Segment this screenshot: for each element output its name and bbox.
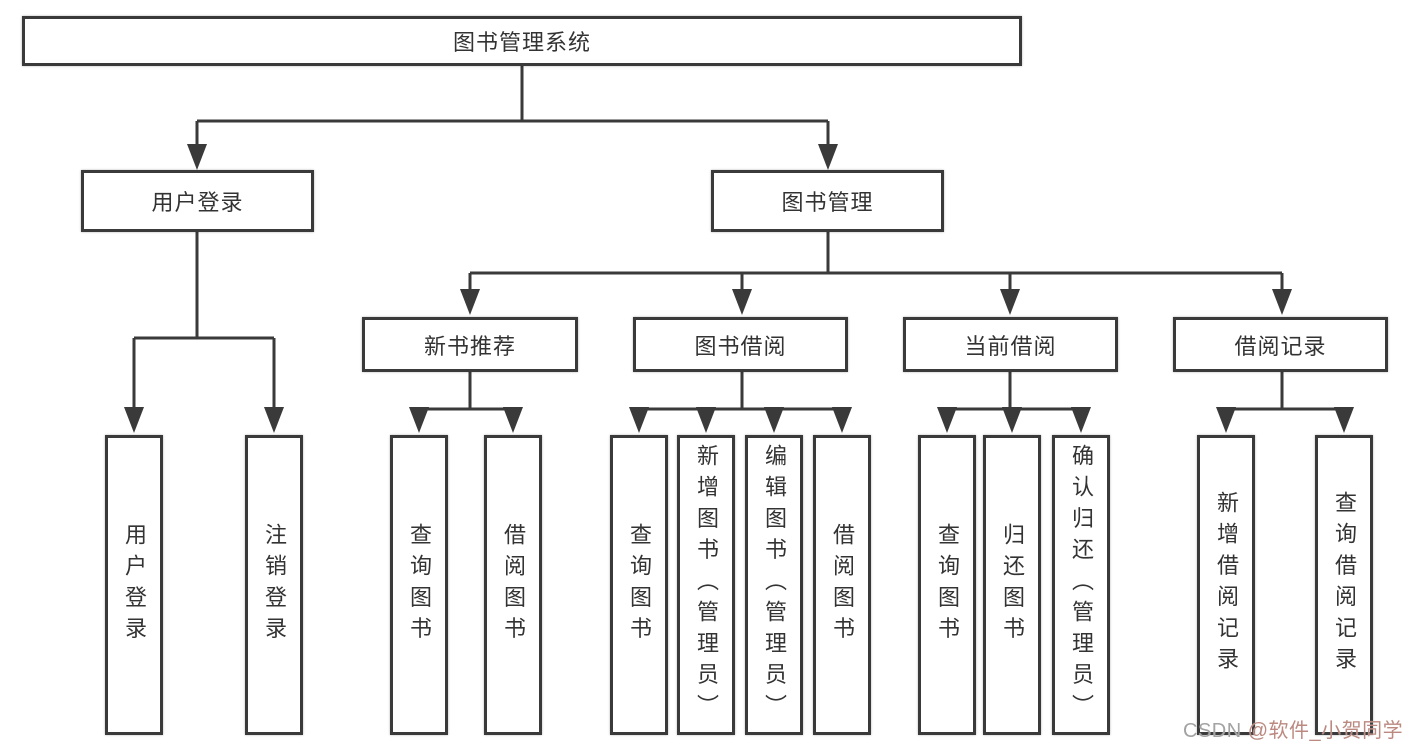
watermark-username: @软件_小贺同学	[1247, 720, 1404, 742]
leaf-label: 用户登录	[122, 522, 147, 648]
leaf-label: 编辑图书（管理员）	[762, 444, 787, 726]
connector-paths	[132, 66, 1346, 411]
node-borrowing-records: 借阅记录	[1173, 317, 1388, 372]
node-label: 用户登录	[151, 190, 244, 215]
node-current-borrowing: 当前借阅	[903, 317, 1118, 372]
leaf-label: 注销登录	[262, 522, 287, 648]
leaf-borrow-books: 借阅图书	[484, 435, 542, 735]
leaf-return-books: 归还图书	[983, 435, 1041, 735]
leaf-label: 新增图书（管理员）	[694, 444, 719, 726]
node-label: 图书管理系统	[452, 30, 591, 55]
leaf-add-borrow-record: 新增借阅记录	[1197, 435, 1255, 735]
watermark-brand: CSDN	[1183, 720, 1248, 742]
leaf-logout: 注销登录	[245, 435, 303, 735]
node-user-login: 用户登录	[81, 170, 314, 232]
node-book-management: 图书管理	[711, 170, 944, 232]
leaf-label: 确认归还（管理员）	[1069, 444, 1094, 726]
leaf-edit-books-admin: 编辑图书（管理员）	[745, 435, 803, 735]
leaf-label: 查询图书	[627, 522, 652, 648]
leaf-label: 查询图书	[935, 522, 960, 648]
leaf-borrow-books: 借阅图书	[813, 435, 871, 735]
node-label: 图书借阅	[694, 333, 787, 359]
watermark: CSDN @软件_小贺同学	[1183, 714, 1403, 743]
node-label: 当前借阅	[964, 333, 1057, 359]
node-label: 借阅记录	[1234, 333, 1327, 359]
leaf-query-books: 查询图书	[918, 435, 976, 735]
node-label: 图书管理	[781, 190, 874, 215]
leaf-label: 查询图书	[407, 522, 432, 648]
node-new-book-recommend: 新书推荐	[362, 317, 578, 372]
node-book-borrowing: 图书借阅	[633, 317, 848, 372]
leaf-add-books-admin: 新增图书（管理员）	[677, 435, 735, 735]
leaf-query-books: 查询图书	[610, 435, 668, 735]
leaf-user-login: 用户登录	[105, 435, 163, 735]
leaf-query-borrow-record: 查询借阅记录	[1315, 435, 1373, 735]
node-label: 新书推荐	[423, 333, 516, 359]
leaf-label: 归还图书	[1000, 522, 1025, 648]
arrowheads	[124, 144, 1354, 433]
leaf-query-books: 查询图书	[390, 435, 448, 735]
node-library-system: 图书管理系统	[22, 16, 1022, 66]
leaf-label: 借阅图书	[830, 522, 855, 648]
leaf-label: 新增借阅记录	[1214, 491, 1239, 679]
leaf-label: 查询借阅记录	[1332, 491, 1357, 679]
leaf-confirm-return-admin: 确认归还（管理员）	[1052, 435, 1110, 735]
leaf-label: 借阅图书	[501, 522, 526, 648]
